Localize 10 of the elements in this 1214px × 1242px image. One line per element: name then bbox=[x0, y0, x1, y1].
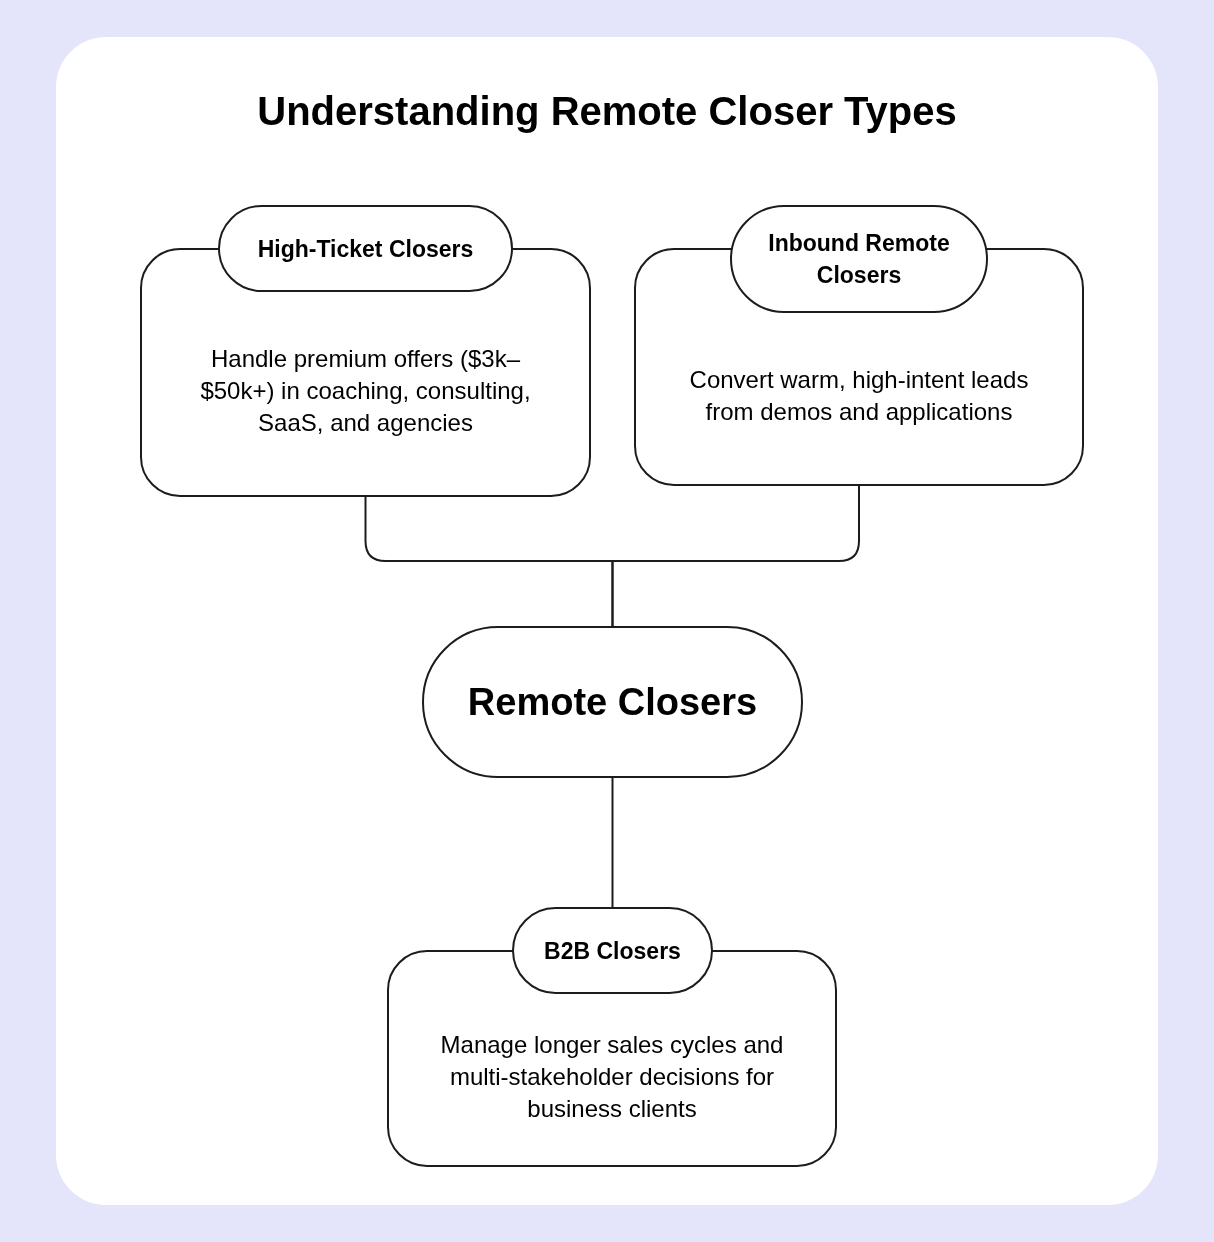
card-description: Manage longer sales cycles and multi-stakeholder decisions for business clients bbox=[439, 1029, 785, 1124]
diagram-title: Understanding Remote Closer Types bbox=[257, 88, 957, 135]
connector-line bbox=[611, 485, 860, 627]
heading-text: High-Ticket Closers bbox=[257, 234, 474, 264]
card-description: Handle premium offers ($3k–$50k+) in coaching, consulting, SaaS, and agencies bbox=[199, 343, 532, 438]
heading-text: Inbound Remote Closers bbox=[767, 229, 951, 290]
card-description: Convert warm, high-intent leads from demos and applications bbox=[688, 364, 1030, 427]
connector-line bbox=[611, 777, 614, 908]
heading-text: B2B Closers bbox=[544, 936, 681, 966]
central-label: Remote Closers bbox=[467, 680, 758, 725]
